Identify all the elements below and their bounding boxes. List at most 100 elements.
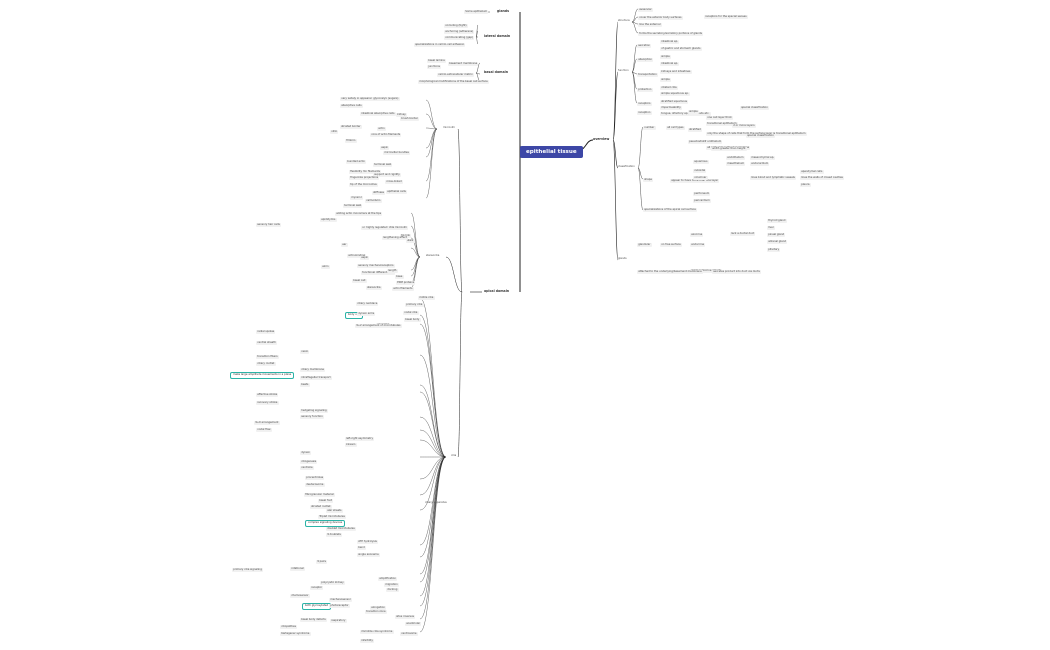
stereocilia-item[interactable]: tip link	[400, 234, 412, 238]
cilia-item[interactable]: basal body	[404, 317, 421, 322]
function-item[interactable]: receptors	[637, 101, 652, 106]
basal-item[interactable]: basal lamina	[427, 58, 446, 63]
cilia-item[interactable]: nodal flow	[256, 427, 272, 432]
cilia-item[interactable]: kinesin	[345, 442, 357, 447]
cilia-item[interactable]: dynein arms	[357, 311, 376, 316]
gland-item[interactable]: pineal gland	[767, 232, 786, 237]
basal-item[interactable]: morphological modifications of the basal…	[418, 79, 489, 84]
class-detail[interactable]: transitional epithelium	[706, 121, 738, 126]
function-detail[interactable]: intestinal ep.	[660, 61, 680, 66]
cilia-item[interactable]: central sheath	[256, 340, 278, 345]
microvilli-item[interactable]: intestinal absorptive cells	[360, 111, 396, 116]
cilia-item[interactable]: fibrogranular material	[304, 492, 335, 497]
class-number[interactable]: number	[643, 125, 656, 130]
cilia-item[interactable]: ciliary necklace	[356, 301, 379, 306]
make-large-amplitude-box[interactable]: make large amplitude movements in a plan…	[230, 372, 295, 379]
function-detail[interactable]: of gastric and stomach glands	[660, 46, 702, 51]
microvilli-item[interactable]: microvillar bundles	[383, 150, 411, 155]
cilia-item[interactable]: basal body defects	[300, 617, 327, 622]
function-detail[interactable]: impermeability	[660, 105, 682, 110]
branch-overview[interactable]: overview	[593, 137, 610, 141]
class-detail[interactable]: special classification	[746, 133, 776, 138]
cilia-item[interactable]: doublet microtubules	[326, 526, 356, 531]
cilia-item[interactable]: mechanosensor	[329, 597, 352, 602]
stereocilia-item[interactable]: actin-binding	[347, 253, 367, 258]
cilia-item[interactable]: primary cilia	[405, 302, 424, 307]
class-detail[interactable]: transitional epithelium	[775, 131, 807, 136]
stereocilia-item[interactable]: espin	[360, 255, 370, 260]
structure-item[interactable]: line the external	[638, 22, 662, 27]
gland-item[interactable]: adrenal gland	[767, 239, 788, 244]
microvilli-item[interactable]: finger-like projections	[349, 175, 380, 180]
stereocilia-item[interactable]: base	[395, 274, 404, 279]
gland-item[interactable]: thyroid gland	[767, 218, 787, 223]
cilia-item[interactable]: single axoneme	[357, 552, 380, 557]
shape-detail[interactable]: ependymal cells	[800, 169, 824, 174]
microvilli-item[interactable]: epithelial cells	[386, 189, 407, 194]
class-detail[interactable]: simple	[688, 109, 699, 114]
stereocilia-item[interactable]: ERM proteins	[396, 280, 416, 285]
gland-item[interactable]: lack a ductal duct	[730, 231, 756, 236]
microvilli-item[interactable]: stiffness	[372, 190, 386, 195]
cilia-item[interactable]: beats	[300, 382, 310, 387]
cilia-item[interactable]: ATP hydrolysis	[357, 539, 379, 544]
class-detail[interactable]: only the shape of cells that form the su…	[706, 132, 804, 136]
microvilli-item[interactable]: kidney	[396, 112, 408, 117]
microvilli-item[interactable]: cross-linked	[385, 179, 403, 184]
cilia-item[interactable]: nexin	[300, 349, 310, 354]
microvilli-item[interactable]: terminal web	[343, 203, 363, 208]
gland-item[interactable]: pituitary	[767, 247, 781, 252]
stereocilia-item[interactable]: highly regulated	[365, 225, 389, 230]
shape-detail[interactable]: squamous	[693, 159, 709, 164]
shape-detail[interactable]: peritoneum	[693, 191, 711, 196]
stereocilia-item[interactable]: actin filaments	[392, 286, 414, 291]
shape-detail[interactable]: appear to have more than one layer	[670, 178, 720, 183]
cilia-item[interactable]: left-right asymmetry	[345, 436, 375, 441]
microvilli-item[interactable]: bundled actin	[346, 159, 367, 164]
branch-lateral-domain[interactable]: lateral domain	[484, 34, 511, 38]
shape-detail[interactable]: endothelium	[726, 155, 745, 160]
cilia-item[interactable]: transition fibers	[256, 354, 279, 359]
root-node[interactable]: epithelial tissue	[520, 146, 583, 158]
overview-function[interactable]: function	[618, 69, 629, 72]
microvilli-item[interactable]: actin	[377, 126, 386, 131]
branch-apical-domain[interactable]: apical domain	[484, 289, 510, 293]
stereocilia-item[interactable]: lengthening effect	[382, 235, 409, 240]
cilia-item[interactable]: amplification	[378, 576, 398, 581]
apical-cilia[interactable]: cilia	[451, 454, 457, 457]
shape-detail[interactable]: lines blood and lymphatic vessels	[750, 175, 797, 180]
cilia-item[interactable]: bend	[357, 545, 366, 550]
apical-stereocilia[interactable]: stereocilia	[426, 254, 440, 257]
stereocilia-item[interactable]: sensory mechanoreceptors	[357, 263, 395, 268]
function-detail[interactable]: stratified squamous	[660, 99, 689, 104]
structure-item[interactable]: cover the exterior body surfaces	[638, 15, 683, 20]
function-item[interactable]: transportation	[637, 72, 658, 77]
shape-detail[interactable]: pericardium	[693, 198, 711, 203]
class-detail[interactable]: one cell layer thick	[706, 115, 733, 120]
class-detail[interactable]: special classification	[740, 105, 770, 110]
cilia-item[interactable]: centrosome	[400, 631, 418, 636]
gland-item[interactable]: most endocrine glands	[690, 268, 723, 273]
class-specializations[interactable]: specializations of the apical cell surfa…	[643, 207, 698, 212]
cilia-item[interactable]: Kartagener syndrome	[280, 631, 311, 636]
cilia-item[interactable]: hedgehog signaling	[300, 408, 328, 413]
shape-detail[interactable]: lines the walls of closed cavities	[800, 175, 845, 180]
basal-item[interactable]: cell-to-extracellular matrix	[437, 72, 474, 77]
cilia-item[interactable]: situs inversus	[395, 614, 416, 619]
function-detail[interactable]: tongue, olfactory ep., taste buds etc.	[660, 111, 711, 116]
cilia-item[interactable]: radial spokes	[256, 329, 276, 334]
cilia-item[interactable]: receptor	[310, 585, 324, 590]
function-detail[interactable]: kidneys and intestines	[660, 69, 692, 74]
microvilli-item[interactable]: myosin I	[350, 195, 364, 200]
microvilli-item[interactable]: core of actin filaments	[370, 132, 402, 137]
microvilli-item[interactable]: espin	[380, 145, 390, 150]
cilia-item[interactable]: 9 doublets	[326, 532, 343, 537]
cilia-item[interactable]: infertility	[360, 638, 375, 643]
microvilli-item[interactable]: striated border	[340, 124, 362, 129]
microvilli-item[interactable]: fimbrin	[345, 138, 357, 143]
gland-item[interactable]: exocrine	[690, 232, 704, 237]
cilia-item[interactable]: deuterosome	[305, 482, 325, 487]
overview-structure[interactable]: structure	[618, 19, 630, 22]
class-detail[interactable]: 2 or more layers	[732, 123, 756, 128]
microvilli-item[interactable]: tip of the microvillus	[349, 182, 378, 187]
